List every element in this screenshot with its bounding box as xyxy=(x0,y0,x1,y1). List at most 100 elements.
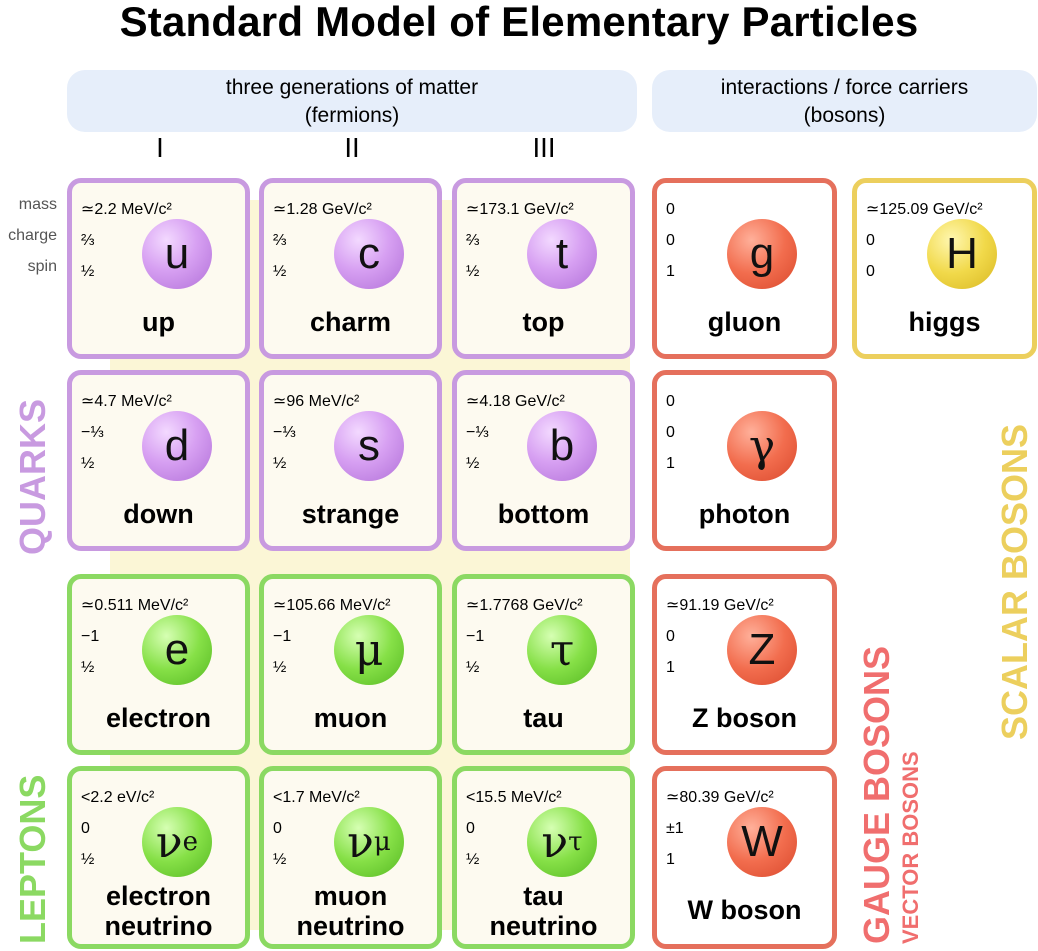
charge-value: ±1 xyxy=(666,820,684,837)
charge-value: −⅓ xyxy=(81,424,104,441)
particle-card-charm[interactable]: ≃1.28 GeV/c² ⅔ ½ c charm xyxy=(259,178,442,359)
spin-value: ½ xyxy=(81,455,95,472)
particle-name: photon xyxy=(698,499,791,529)
particle-card-higgs[interactable]: ≃125.09 GeV/c² 0 0 H higgs xyxy=(852,178,1037,359)
mass-value: ≃91.19 GeV/c² xyxy=(666,597,774,614)
mass-value: ≃1.28 GeV/c² xyxy=(273,201,372,218)
particle-card-up[interactable]: ≃2.2 MeV/c² ⅔ ½ u up xyxy=(67,178,250,359)
particle-symbol: g xyxy=(749,229,775,278)
particle-name: top xyxy=(522,307,565,337)
charge-value: −⅓ xyxy=(466,424,489,441)
charge-value: 0 xyxy=(273,820,282,837)
particle-name: up xyxy=(142,307,175,337)
particle-symbol: c xyxy=(358,229,380,278)
particle-name: down xyxy=(123,499,194,529)
spin-value: 1 xyxy=(666,455,675,472)
charge-value: −1 xyxy=(466,628,485,645)
generation-label-3: III xyxy=(532,134,556,164)
particle-name: muon neutrino xyxy=(296,881,405,941)
spin-value: 1 xyxy=(666,851,675,868)
mass-value: ≃96 MeV/c² xyxy=(273,393,360,410)
charge-label: charge xyxy=(8,227,57,244)
spin-value: ½ xyxy=(273,455,287,472)
particle-card-z-boson[interactable]: ≃91.19 GeV/c² 0 1 Z Z boson xyxy=(652,574,837,755)
mass-value: <2.2 eV/c² xyxy=(81,789,155,806)
spin-value: ½ xyxy=(466,263,480,280)
spin-value: ½ xyxy=(273,851,287,868)
mass-value: ≃0.511 MeV/c² xyxy=(81,597,189,614)
charge-value: 0 xyxy=(666,628,675,645)
spin-value: ½ xyxy=(81,263,95,280)
spin-value: 0 xyxy=(866,263,875,280)
particle-card-electron[interactable]: ≃0.511 MeV/c² −1 ½ e electron xyxy=(67,574,250,755)
mass-value: 0 xyxy=(666,393,675,410)
particle-card-tau[interactable]: ≃1.7768 GeV/c² −1 ½ τ tau xyxy=(452,574,635,755)
charge-value: ⅔ xyxy=(81,232,95,249)
spin-value: 1 xyxy=(666,659,675,676)
charge-value: 0 xyxy=(466,820,475,837)
particle-symbol: Z xyxy=(748,625,776,674)
particle-subscript: τ xyxy=(568,827,583,857)
particle-name: higgs xyxy=(908,307,981,337)
mass-value: <15.5 MeV/c² xyxy=(466,789,562,806)
spin-value: ½ xyxy=(81,851,95,868)
particle-name: muon xyxy=(313,703,388,733)
particle-card-muon[interactable]: ≃105.66 MeV/c² −1 ½ μ muon xyxy=(259,574,442,755)
generation-label-2: II xyxy=(344,134,360,164)
leptons-label: LEPTONS xyxy=(12,774,53,944)
particle-symbol: γ xyxy=(748,420,776,472)
mass-value: ≃173.1 GeV/c² xyxy=(466,201,574,218)
particle-card-bottom[interactable]: ≃4.18 GeV/c² −⅓ ½ b bottom xyxy=(452,370,635,551)
z-boson-icon: Z xyxy=(727,615,797,685)
particle-name: electron neutrino xyxy=(104,881,213,941)
particle-name: gluon xyxy=(707,307,782,337)
mass-value: ≃2.2 MeV/c² xyxy=(81,201,172,218)
particle-symbol: ν xyxy=(155,816,183,868)
charge-value: ⅔ xyxy=(466,232,480,249)
bottom-quark-icon: b xyxy=(527,411,597,481)
particle-symbol: H xyxy=(946,229,978,278)
mass-value: ≃4.7 MeV/c² xyxy=(81,393,172,410)
mass-value: ≃125.09 GeV/c² xyxy=(866,201,983,218)
mass-value: ≃80.39 GeV/c² xyxy=(666,789,774,806)
charge-value: −1 xyxy=(81,628,100,645)
mass-value: 0 xyxy=(666,201,675,218)
scalar-bosons-label: SCALAR BOSONS xyxy=(994,423,1035,740)
particle-symbol: W xyxy=(741,817,783,866)
particle-card-down[interactable]: ≃4.7 MeV/c² −⅓ ½ d down xyxy=(67,370,250,551)
particle-symbol: b xyxy=(549,421,575,470)
particle-card-top[interactable]: ≃173.1 GeV/c² ⅔ ½ t top xyxy=(452,178,635,359)
particle-card-w-boson[interactable]: ≃80.39 GeV/c² ±1 1 W W boson xyxy=(652,766,837,949)
spin-value: ½ xyxy=(273,263,287,280)
tau-icon: τ xyxy=(527,615,597,685)
up-quark-icon: u xyxy=(142,219,212,289)
particle-subscript: e xyxy=(182,827,199,857)
higgs-icon: H xyxy=(927,219,997,289)
quarks-label: QUARKS xyxy=(12,398,53,555)
particle-name: strange xyxy=(301,499,400,529)
mass-value: ≃4.18 GeV/c² xyxy=(466,393,565,410)
charge-value: −⅓ xyxy=(273,424,296,441)
fermions-header: three generations of matter (fermions) xyxy=(67,70,637,132)
w-boson-icon: W xyxy=(727,807,797,877)
particle-symbol: e xyxy=(164,625,190,674)
top-quark-icon: t xyxy=(527,219,597,289)
particle-name: charm xyxy=(309,307,392,337)
particle-name: electron xyxy=(105,703,212,733)
spin-value: ½ xyxy=(466,851,480,868)
particle-symbol: t xyxy=(555,229,569,278)
particle-card-strange[interactable]: ≃96 MeV/c² −⅓ ½ s strange xyxy=(259,370,442,551)
photon-icon: γ xyxy=(727,411,797,481)
charge-value: 0 xyxy=(666,424,675,441)
particle-card-gluon[interactable]: 0 0 1 g gluon xyxy=(652,178,837,359)
particle-card-photon[interactable]: 0 0 1 γ photon xyxy=(652,370,837,551)
mass-value: ≃1.7768 GeV/c² xyxy=(466,597,583,614)
spin-label: spin xyxy=(27,258,57,275)
muon-icon: μ xyxy=(334,615,404,685)
particle-name: W boson xyxy=(687,895,802,925)
generation-label-1: I xyxy=(156,134,164,164)
